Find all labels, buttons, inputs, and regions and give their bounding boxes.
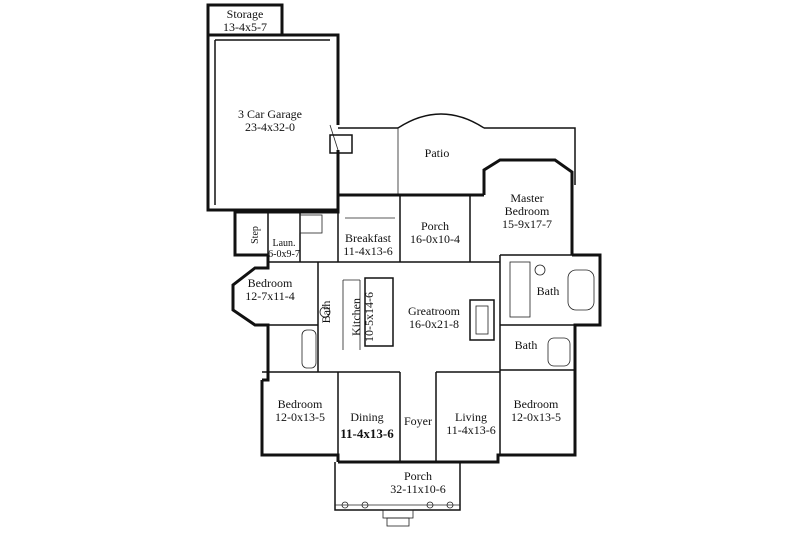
fixtures [299,214,595,369]
room-storage-dims: 13-4x5-7 [223,20,267,34]
room-bedroom-se-name: Bedroom [514,397,559,411]
front-porch [334,462,461,527]
room-bedroom-sw-name: Bedroom [278,397,323,411]
room-breakfast-name: Breakfast [345,231,392,245]
room-labels: Storage 13-4x5-7 3 Car Garage 23-4x32-0 … [223,7,561,496]
room-laun-name: Laun. [272,238,295,249]
room-step-name: Step [250,226,261,244]
room-foyer-name: Foyer [404,414,432,428]
room-kitchen-name: Kitchen [349,298,363,336]
patio [338,113,576,195]
room-laun-dims: 6-0x9-7 [268,249,300,260]
room-bedroom-sw-dims: 12-0x13-5 [275,410,325,424]
room-bath-west-name: Bath [319,301,333,324]
room-bath-master-name: Bath [537,284,560,298]
interior-walls [262,195,575,462]
room-porch-rear-dims: 16-0x10-4 [410,232,460,246]
room-master-name-line2: Bedroom [505,204,550,218]
room-greatroom-dims: 16-0x21-8 [409,317,459,331]
room-master-name-line1: Master [510,191,543,205]
room-bath-center-name: Bath [515,338,538,352]
room-dining-name: Dining [350,410,383,424]
room-patio-name: Patio [425,146,450,160]
room-bedroom-se-dims: 12-0x13-5 [511,410,561,424]
room-storage-name: Storage [227,7,264,21]
room-living-dims: 11-4x13-6 [446,423,496,437]
room-greatroom-name: Greatroom [408,304,461,318]
room-porch-front-name: Porch [404,469,432,483]
room-bedroom-west-name: Bedroom [248,276,293,290]
room-garage-name: 3 Car Garage [238,107,302,121]
room-dining-dims: 11-4x13-6 [340,426,394,441]
garage-block [206,3,353,212]
room-porch-front-dims: 32-11x10-6 [390,482,446,496]
room-living-name: Living [455,410,487,424]
room-breakfast-dims: 11-4x13-6 [343,244,393,258]
room-master-dims: 15-9x17-7 [502,217,552,231]
room-garage-dims: 23-4x32-0 [245,120,295,134]
room-porch-rear-name: Porch [421,219,449,233]
room-kitchen-dims: 10-5x14-6 [362,292,376,342]
room-bedroom-west-dims: 12-7x11-4 [245,289,295,303]
